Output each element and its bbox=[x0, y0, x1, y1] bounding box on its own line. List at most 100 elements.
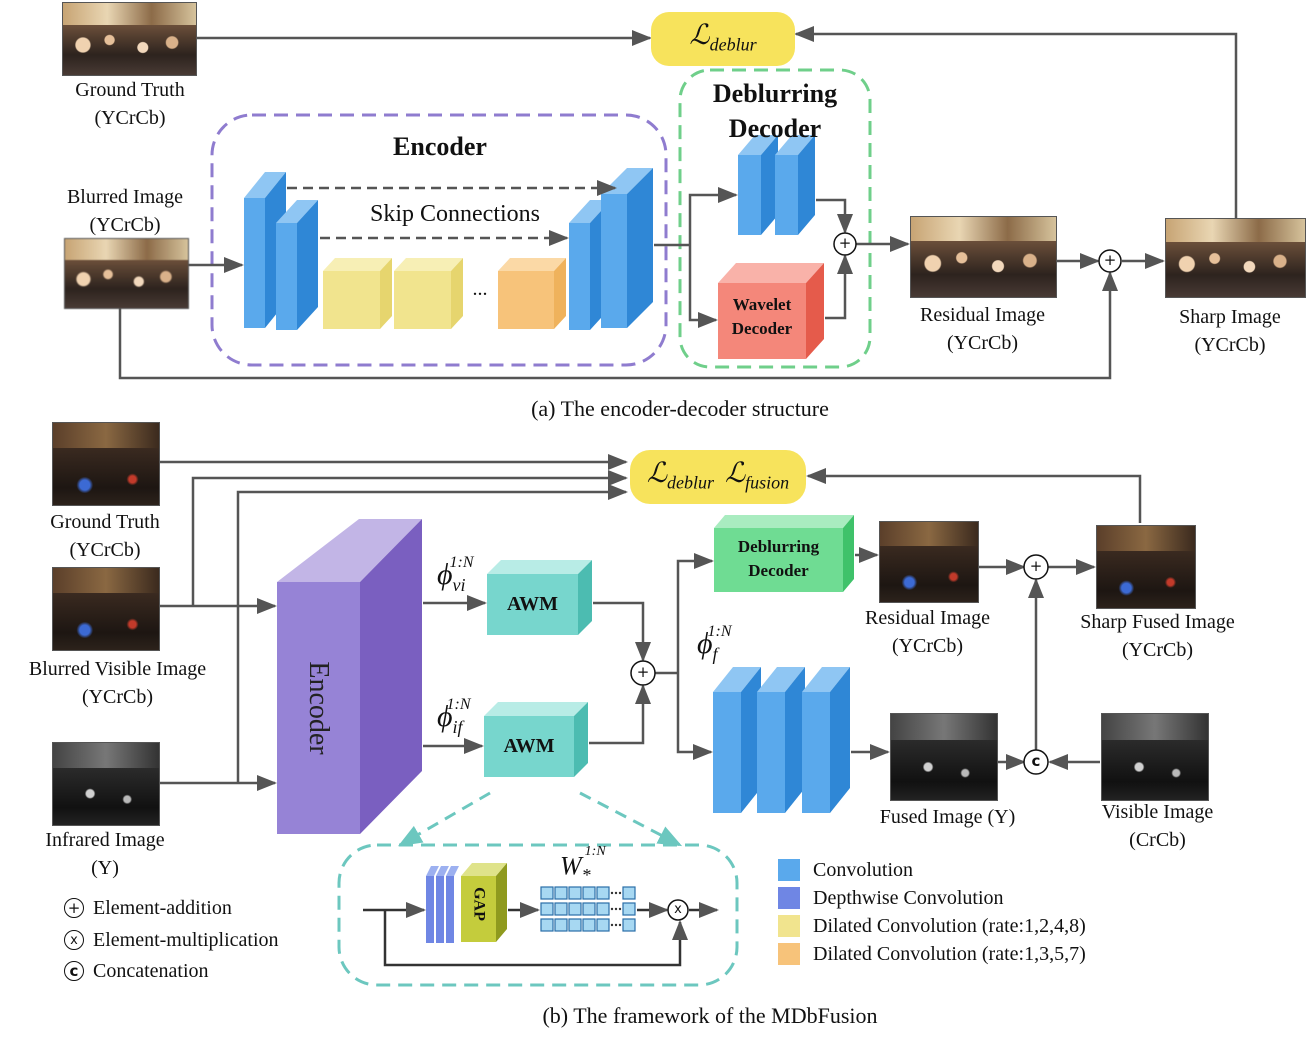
gap-label: GAP bbox=[470, 887, 488, 921]
legend-swatch-dilated-1248 bbox=[778, 915, 800, 937]
awm-weight-grid-dots bbox=[610, 891, 622, 927]
visible-image-label-b: Visible Image(CrCb) bbox=[1101, 801, 1214, 851]
add-node-b1 bbox=[630, 660, 656, 686]
ground-truth-image-b bbox=[52, 422, 160, 506]
encoder-region-a bbox=[210, 113, 668, 367]
awm-detail-region bbox=[337, 843, 739, 987]
phi-vi-label: ϕvi1:N bbox=[437, 554, 474, 595]
fusion-conv-block-2 bbox=[757, 667, 805, 813]
loss-label-a: ℒdeblur bbox=[689, 20, 757, 55]
awm-label-vi: AWM bbox=[506, 593, 559, 615]
ground-truth-label-a: Ground Truth(YCrCb) bbox=[75, 79, 185, 129]
arrow-infrared-to-loss bbox=[236, 484, 628, 783]
sharp-image-a bbox=[1165, 218, 1306, 298]
infrared-image-b bbox=[52, 742, 160, 826]
encoder-title-a: Encoder bbox=[393, 132, 487, 161]
residual-image-a bbox=[910, 216, 1057, 298]
encoder-conv-block-4 bbox=[601, 168, 653, 328]
awm-detail-residual-path bbox=[383, 910, 688, 967]
dilated-conv-block-3 bbox=[498, 258, 566, 329]
loss-box-b bbox=[630, 450, 806, 504]
arrow-to-wavelet-decoder bbox=[688, 245, 718, 328]
arrow-sharp-to-loss bbox=[794, 26, 1238, 218]
arrow-blurred-vi-to-loss bbox=[191, 470, 628, 606]
add-symbol-b1: + bbox=[636, 663, 650, 681]
add-node-b2 bbox=[1023, 554, 1049, 580]
residual-image-b bbox=[879, 521, 979, 603]
arrow-wavelet-to-add bbox=[825, 254, 853, 320]
legend-label-conv: Convolution bbox=[813, 859, 914, 881]
dilated-conv-block-1 bbox=[323, 258, 392, 329]
awm-gap-block bbox=[461, 863, 507, 942]
awm-weight-grid bbox=[540, 886, 636, 932]
visible-image-b bbox=[1101, 713, 1209, 801]
skip-connections-label: Skip Connections bbox=[369, 201, 540, 227]
legend-swatch-conv bbox=[778, 859, 800, 881]
fused-image-b bbox=[890, 713, 998, 801]
mul-node-awm bbox=[667, 899, 689, 921]
encoder-label-b: Encoder bbox=[303, 661, 334, 755]
concat-symbol-b: c bbox=[1031, 752, 1041, 770]
caption-b: (b) The framework of the MDbFusion bbox=[542, 1003, 878, 1028]
add-node-a1 bbox=[833, 232, 857, 256]
ground-truth-label-b: Ground Truth(YCrCb) bbox=[50, 511, 160, 561]
sharp-fused-image-label-b: Sharp Fused Image(YCrCb) bbox=[1080, 611, 1235, 661]
fusion-conv-block-3 bbox=[802, 667, 850, 813]
fused-image-label-b: Fused Image (Y) bbox=[879, 806, 1016, 828]
legend-label-depthwise: Depthwise Convolution bbox=[813, 887, 1004, 909]
arrow-to-deblurring-decoder-b bbox=[676, 553, 714, 673]
legend-label-dilated-1357: Dilated Convolution (rate:1,3,5,7) bbox=[813, 943, 1086, 965]
legend-swatch-dilated-1357 bbox=[778, 943, 800, 965]
awm-detail-connector-left bbox=[397, 791, 491, 847]
arrow-awm-if-to-add bbox=[589, 684, 651, 745]
awm-block-if bbox=[484, 702, 588, 777]
arrow-blurred-bypass bbox=[118, 271, 1118, 380]
awm-depthwise-conv-stack bbox=[426, 866, 459, 943]
decoder-region-a bbox=[678, 68, 872, 369]
blurred-visible-image-b bbox=[52, 567, 160, 651]
legend-swatch-depthwise bbox=[778, 887, 800, 909]
legend-mul-label: Element-multiplication bbox=[93, 929, 279, 951]
ground-truth-image-a bbox=[62, 2, 197, 76]
decoder-conv-block-2 bbox=[775, 135, 815, 235]
add-node-a2 bbox=[1098, 249, 1122, 273]
w-star-label: W*1:N bbox=[560, 844, 606, 885]
fusion-conv-block-1 bbox=[713, 667, 761, 813]
add-symbol-a1: + bbox=[838, 234, 852, 252]
legend-concat-icon: c bbox=[64, 961, 84, 981]
add-symbol-b2: + bbox=[1029, 557, 1043, 575]
dilated-conv-block-2 bbox=[394, 258, 463, 329]
phi-if-label: ϕif1:N bbox=[437, 696, 471, 737]
encoder-block-b bbox=[277, 519, 422, 834]
add-symbol-a2: + bbox=[1103, 251, 1117, 269]
residual-image-label-b: Residual Image(YCrCb) bbox=[865, 607, 990, 657]
arrow-to-fusion-convs bbox=[676, 673, 713, 760]
loss-box-a bbox=[651, 12, 795, 66]
legend-label-dilated-1248: Dilated Convolution (rate:1,2,4,8) bbox=[813, 915, 1086, 937]
arrow-awm-vi-to-add bbox=[593, 601, 651, 662]
legend-mul-icon: x bbox=[64, 930, 84, 950]
legend-add-label: Element-addition bbox=[93, 897, 232, 919]
arrow-conv-to-add bbox=[816, 198, 853, 234]
blurred-image-label-a: Blurred Image(YCrCb) bbox=[66, 186, 184, 236]
infrared-image-label-b: Infrared Image(Y) bbox=[45, 829, 165, 879]
mul-symbol-awm: x bbox=[674, 902, 682, 917]
awm-detail-connector-right bbox=[579, 791, 683, 847]
loss-label-b: ℒdeblur ℒfusion bbox=[646, 458, 790, 493]
arrow-to-conv-decoder bbox=[688, 187, 738, 245]
legend-concat-label: Concatenation bbox=[93, 960, 209, 982]
concat-node-b bbox=[1023, 749, 1049, 775]
phi-f-label: ϕf1:N bbox=[697, 623, 732, 664]
blurred-visible-label-b: Blurred Visible Image(YCrCb) bbox=[28, 658, 207, 708]
legend-add-icon: + bbox=[64, 898, 84, 918]
blurred-image-a bbox=[64, 238, 189, 309]
sharp-image-label-a: Sharp Image(YCrCb) bbox=[1179, 306, 1281, 356]
sharp-fused-image-b bbox=[1096, 525, 1196, 609]
caption-a: (a) The encoder-decoder structure bbox=[531, 396, 829, 421]
awm-block-vi bbox=[487, 560, 592, 635]
arrow-sharp-fused-to-loss bbox=[806, 468, 1142, 523]
